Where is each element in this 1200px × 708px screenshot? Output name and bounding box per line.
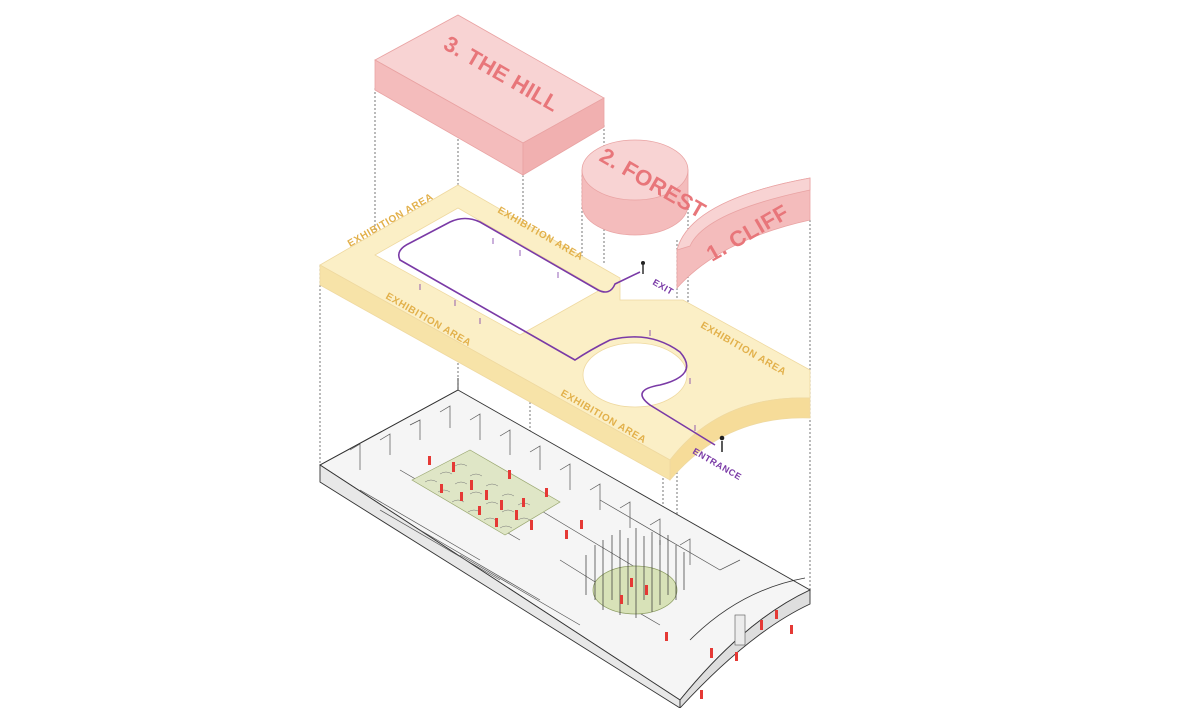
exit-label: EXIT (651, 277, 675, 297)
visitor-route (397, 217, 716, 446)
visitor-figures (428, 456, 793, 699)
entrance-label: ENTRANCE (691, 446, 743, 482)
route-ticks (419, 238, 696, 431)
forest-volume: 2. FOREST (581, 139, 710, 236)
exit-marker: EXIT (641, 261, 675, 297)
exhibition-plate (319, 184, 811, 482)
building-model (319, 378, 811, 708)
hill-volume: 3. THE HILL (374, 14, 605, 176)
